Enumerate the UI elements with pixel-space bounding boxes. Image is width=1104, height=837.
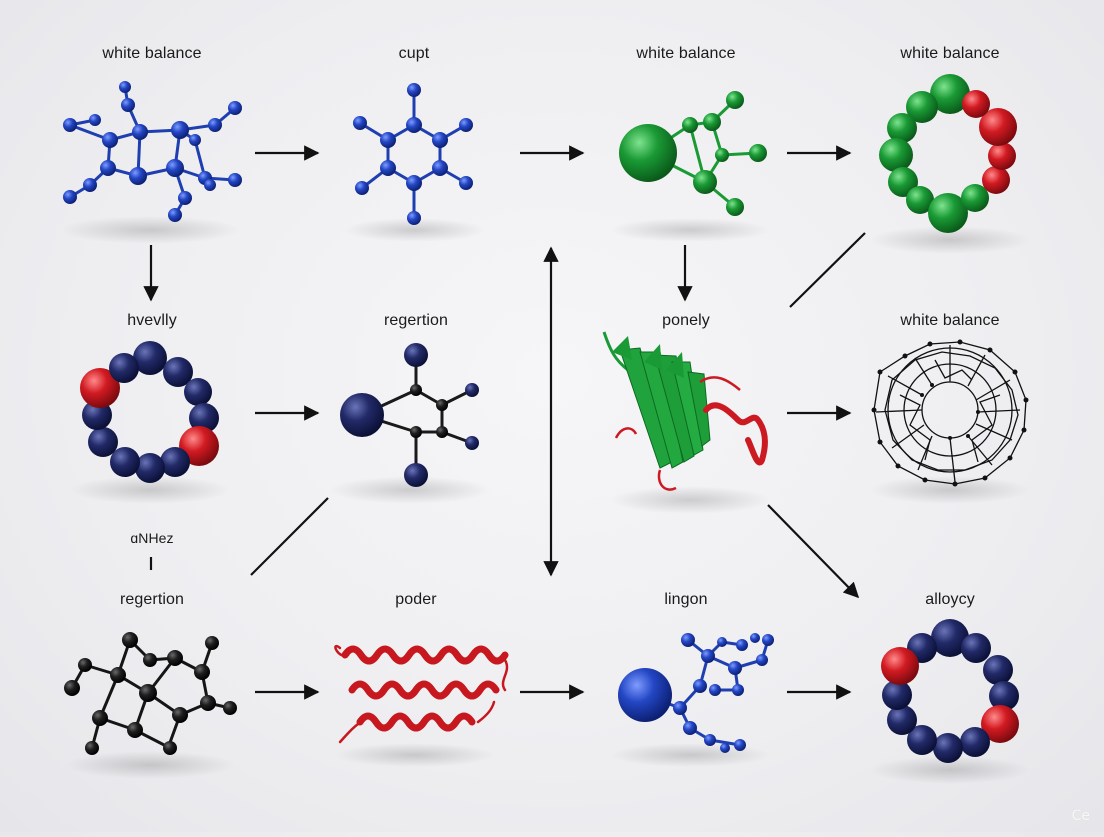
molecule-green-red-ring: [879, 74, 1017, 233]
molecule-black-mesh: [871, 339, 1029, 487]
watermark: Ce: [1071, 808, 1090, 824]
label-r1c3: white balance: [636, 45, 736, 62]
label-r1c2: cupt: [398, 45, 430, 62]
label-r3c3: lingon: [664, 591, 708, 608]
protein-red-helices: [334, 644, 509, 744]
protein-green-sheet: [602, 331, 768, 491]
label-r3c1: regertion: [119, 591, 185, 608]
arrow-diagonal: [767, 504, 860, 599]
connector-diagonal-top: [789, 232, 866, 308]
molecule-blue-hexagon: [353, 83, 473, 225]
molecule-navy-red-ring: [80, 341, 219, 483]
label-side: ɑNHez: [130, 530, 174, 546]
molecule-blue-cage: [63, 81, 242, 222]
molecule-navy-red-ring-2: [881, 619, 1019, 763]
label-r1c1: white balance: [102, 45, 202, 62]
label-r2c4: white balance: [900, 312, 1000, 329]
molecule-green-branched: [619, 91, 767, 216]
shadows: [60, 216, 1030, 784]
arrows: [143, 145, 866, 700]
label-r2c1: hvevlly: [127, 312, 177, 329]
molecule-blue-branched: [618, 633, 774, 753]
molecule-navy-branched: [340, 343, 479, 487]
label-r2c2: regertion: [383, 312, 449, 329]
label-r3c2: poder: [395, 591, 437, 608]
molecule-black-cage: [64, 632, 237, 755]
connector-diagonal-left: [250, 497, 329, 576]
label-r3c4: alloycy: [925, 591, 975, 608]
label-r1c4: white balance: [900, 45, 1000, 62]
label-r2c3: ponely: [662, 312, 710, 329]
